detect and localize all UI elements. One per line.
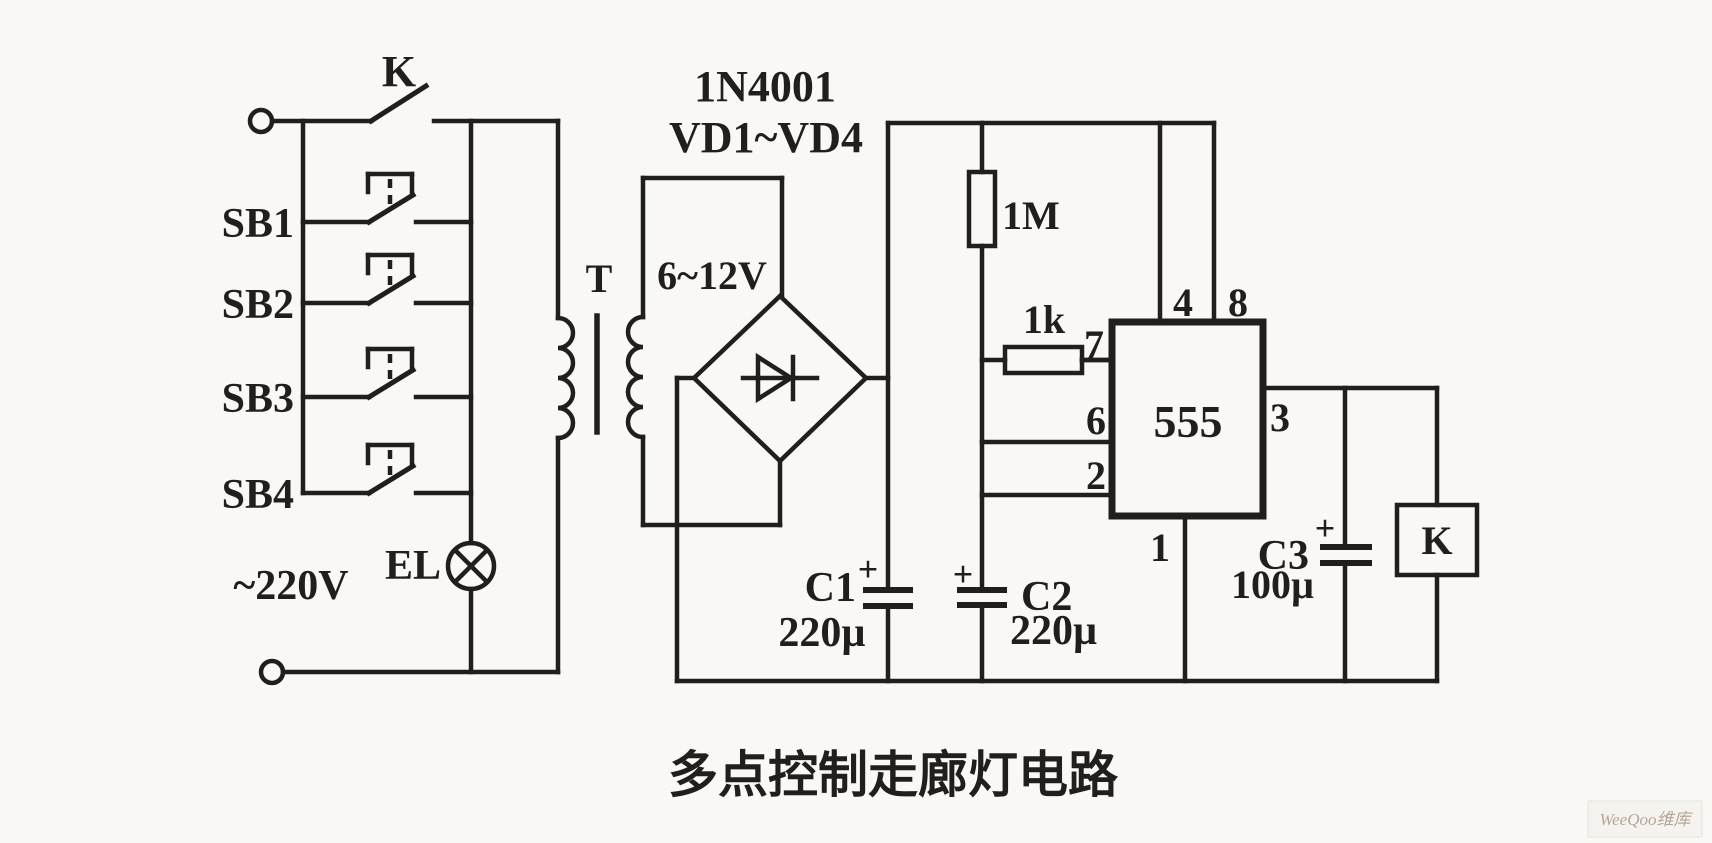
pin8-number: 8 bbox=[1228, 280, 1248, 325]
ic-label: 555 bbox=[1154, 396, 1223, 447]
diode-icon bbox=[755, 352, 796, 404]
relay-contact-label: K bbox=[382, 47, 416, 96]
watermark: WeeQoo维库 bbox=[1587, 800, 1703, 838]
pin1-number: 1 bbox=[1150, 525, 1170, 570]
capacitor-value: 220µ bbox=[778, 610, 865, 656]
resistor-body-icon bbox=[966, 169, 998, 249]
polarity-plus-icon: + bbox=[858, 549, 879, 589]
ic-555: 555 4 8 7 6 2 1 3 bbox=[979, 120, 1440, 684]
lamp-label: EL bbox=[385, 543, 441, 589]
pin3-number: 3 bbox=[1270, 395, 1290, 440]
diode-designators: VD1~VD4 bbox=[669, 113, 863, 162]
polarity-plus-icon: + bbox=[953, 554, 974, 594]
watermark-box bbox=[1587, 800, 1703, 838]
switch-blade-icon bbox=[365, 272, 417, 307]
lamp-icon bbox=[445, 540, 497, 592]
watermark-text: WeeQoo维库 bbox=[1600, 810, 1694, 829]
switch-blade-icon bbox=[367, 82, 430, 125]
bridge-rectifier: 1N4001 VD1~VD4 bbox=[669, 62, 891, 684]
pin2-number: 2 bbox=[1086, 453, 1106, 498]
lamp-el: EL bbox=[385, 540, 497, 592]
diagram-title: 多点控制走廊灯电路 bbox=[668, 747, 1119, 803]
transformer-label: T bbox=[586, 256, 613, 301]
resistor-body-icon bbox=[1002, 344, 1085, 376]
switch-blade-icon bbox=[365, 462, 417, 497]
terminal-bottom-icon bbox=[258, 658, 286, 686]
bridge-diamond-icon bbox=[690, 292, 870, 465]
secondary-voltage-label: 6~12V bbox=[657, 253, 767, 298]
push-button-sb4: SB4 bbox=[222, 442, 474, 518]
capacitor-designator: C1 bbox=[805, 565, 856, 611]
secondary-winding-icon bbox=[625, 314, 646, 440]
push-button-sb2: SB2 bbox=[222, 252, 474, 328]
capacitor-c1: C1 + 220µ bbox=[778, 120, 913, 684]
capacitor-value: 220µ bbox=[1010, 608, 1097, 654]
button-label: SB2 bbox=[222, 282, 294, 328]
push-button-sb1: SB1 bbox=[222, 171, 474, 247]
pin7-number: 7 bbox=[1084, 322, 1104, 367]
capacitor-designator: C2 bbox=[1021, 574, 1072, 620]
capacitor-designator: C3 bbox=[1258, 533, 1309, 579]
transformer: T 6~12V bbox=[555, 118, 785, 675]
polarity-plus-icon: + bbox=[1315, 508, 1336, 548]
capacitor-value: 100µ bbox=[1231, 562, 1314, 607]
pin6-number: 6 bbox=[1086, 398, 1106, 443]
button-label: SB4 bbox=[222, 472, 294, 518]
resistor-value: 1M bbox=[1002, 193, 1060, 238]
diode-part-number: 1N4001 bbox=[694, 62, 836, 111]
relay-coil: K bbox=[1394, 385, 1480, 684]
mains-voltage-label: ~220V bbox=[233, 563, 348, 609]
capacitor-c3: C3 + 100µ bbox=[1231, 385, 1372, 684]
button-label: SB3 bbox=[222, 376, 294, 422]
resistor-1k: 1k bbox=[979, 297, 1115, 376]
terminal-top-icon bbox=[247, 107, 275, 135]
push-button-sb3: SB3 bbox=[222, 346, 474, 422]
primary-winding-icon bbox=[555, 315, 576, 441]
capacitor-c2: + C2 220µ bbox=[953, 554, 1097, 684]
switch-blade-icon bbox=[365, 366, 417, 401]
button-label: SB1 bbox=[222, 201, 294, 247]
resistor-1m: 1M bbox=[966, 120, 1060, 593]
resistor-value: 1k bbox=[1023, 297, 1066, 342]
relay-coil-label: K bbox=[1421, 518, 1452, 563]
mains-wiring: ~220V bbox=[233, 107, 561, 686]
pin4-number: 4 bbox=[1173, 280, 1193, 325]
relay-contact-switch: K bbox=[367, 47, 430, 125]
switch-blade-icon bbox=[365, 191, 417, 226]
ic-body bbox=[1108, 318, 1267, 520]
